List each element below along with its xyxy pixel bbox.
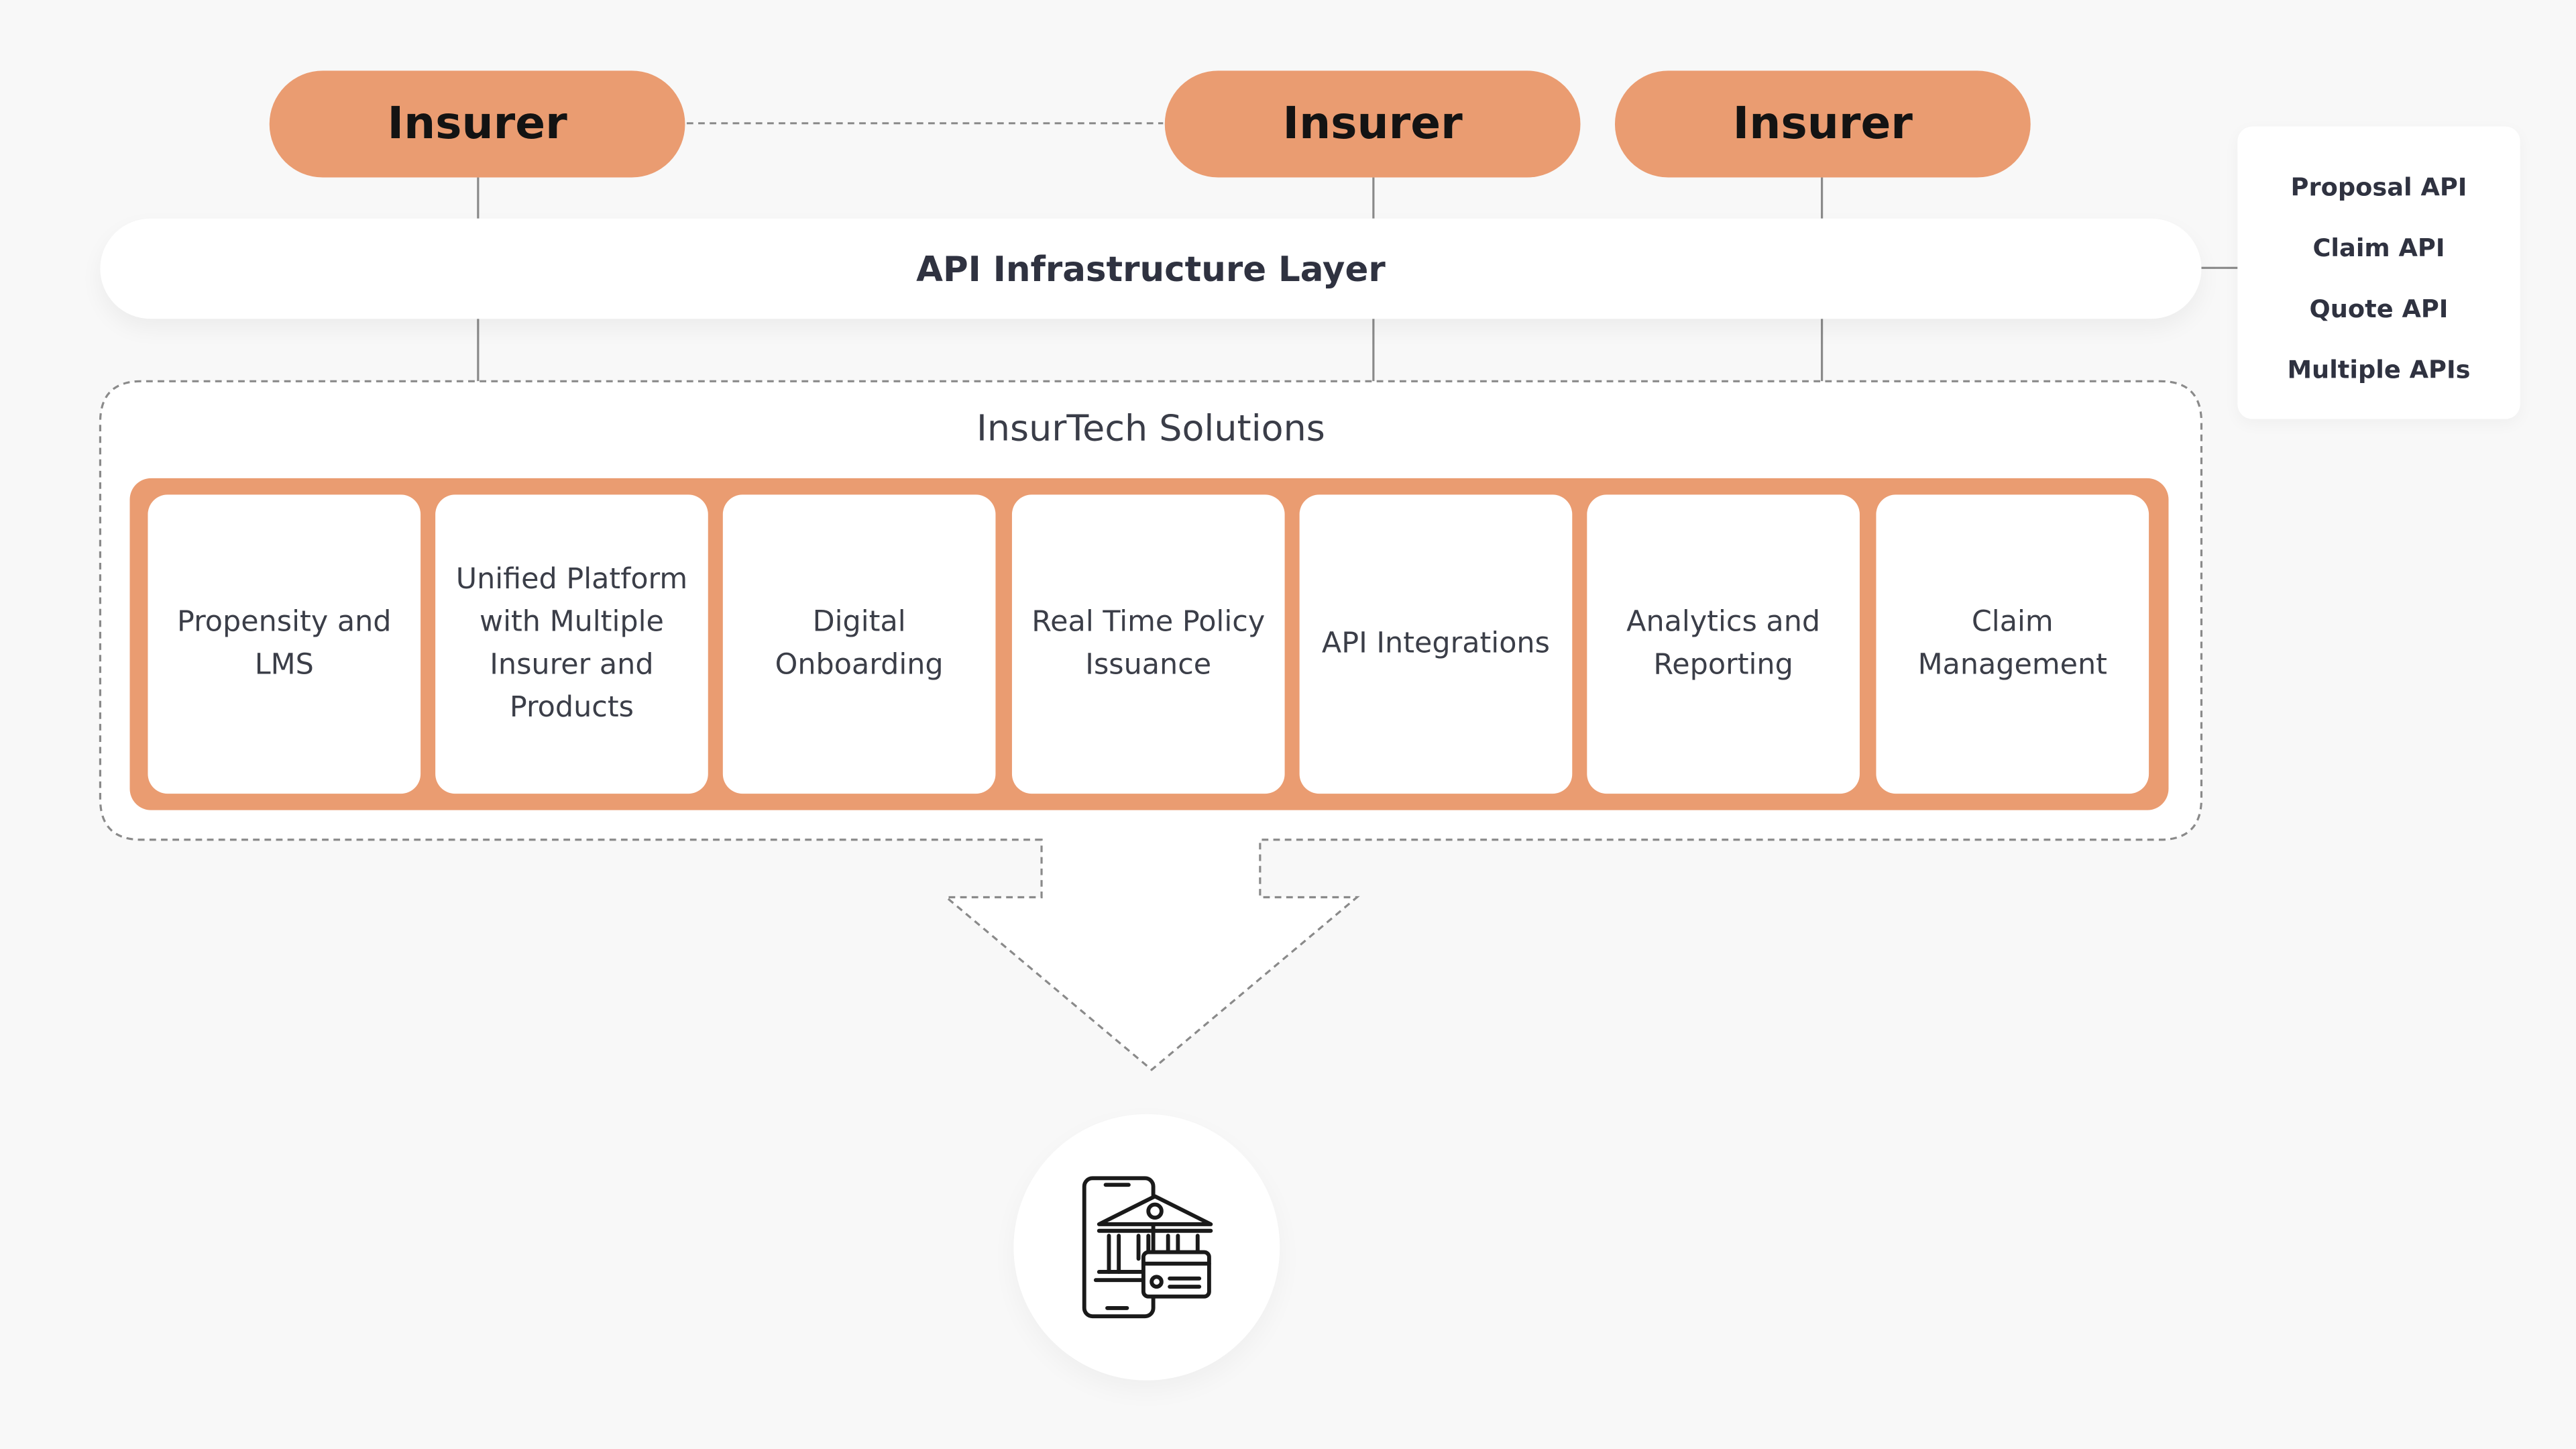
solution-card: API Integrations (1299, 494, 1573, 794)
api-infrastructure-layer: API Infrastructure Layer (100, 218, 2202, 319)
solution-card: Digital Onboarding (722, 494, 996, 794)
solution-card: Claim Management (1876, 494, 2149, 794)
solution-label: Real Time Policy Issuance (1031, 606, 1266, 682)
solution-label: Propensity and LMS (177, 606, 392, 682)
solution-card: Analytics and Reporting (1587, 494, 1860, 794)
mobile-banking-badge (1013, 1114, 1280, 1381)
mobile-bank-card-icon (1082, 1176, 1213, 1319)
solution-card: Propensity and LMS (148, 494, 421, 794)
api-list-item: Multiple APIs (2287, 355, 2471, 385)
solution-label: Unified Platform with Multiple Insurer a… (455, 564, 688, 725)
solution-label: Claim Management (1917, 606, 2107, 682)
solutions-title: InsurTech Solutions (976, 409, 1325, 451)
solution-card: Unified Platform with Multiple Insurer a… (435, 494, 708, 794)
insurer-pill-1: Insurer (269, 70, 685, 178)
solution-label: Analytics and Reporting (1626, 606, 1821, 682)
api-list-card: Proposal API Claim API Quote API Multipl… (2237, 126, 2520, 419)
solution-card: Real Time Policy Issuance (1011, 494, 1285, 794)
solution-label: Digital Onboarding (775, 606, 944, 682)
insurer-pill-3: Insurer (1614, 70, 2031, 178)
api-list-item: Quote API (2309, 294, 2449, 324)
solution-label: API Integrations (1321, 627, 1550, 661)
api-list-item: Claim API (2312, 233, 2445, 263)
api-list-item: Proposal API (2290, 172, 2467, 203)
insurer-pill-2: Insurer (1164, 70, 1581, 178)
